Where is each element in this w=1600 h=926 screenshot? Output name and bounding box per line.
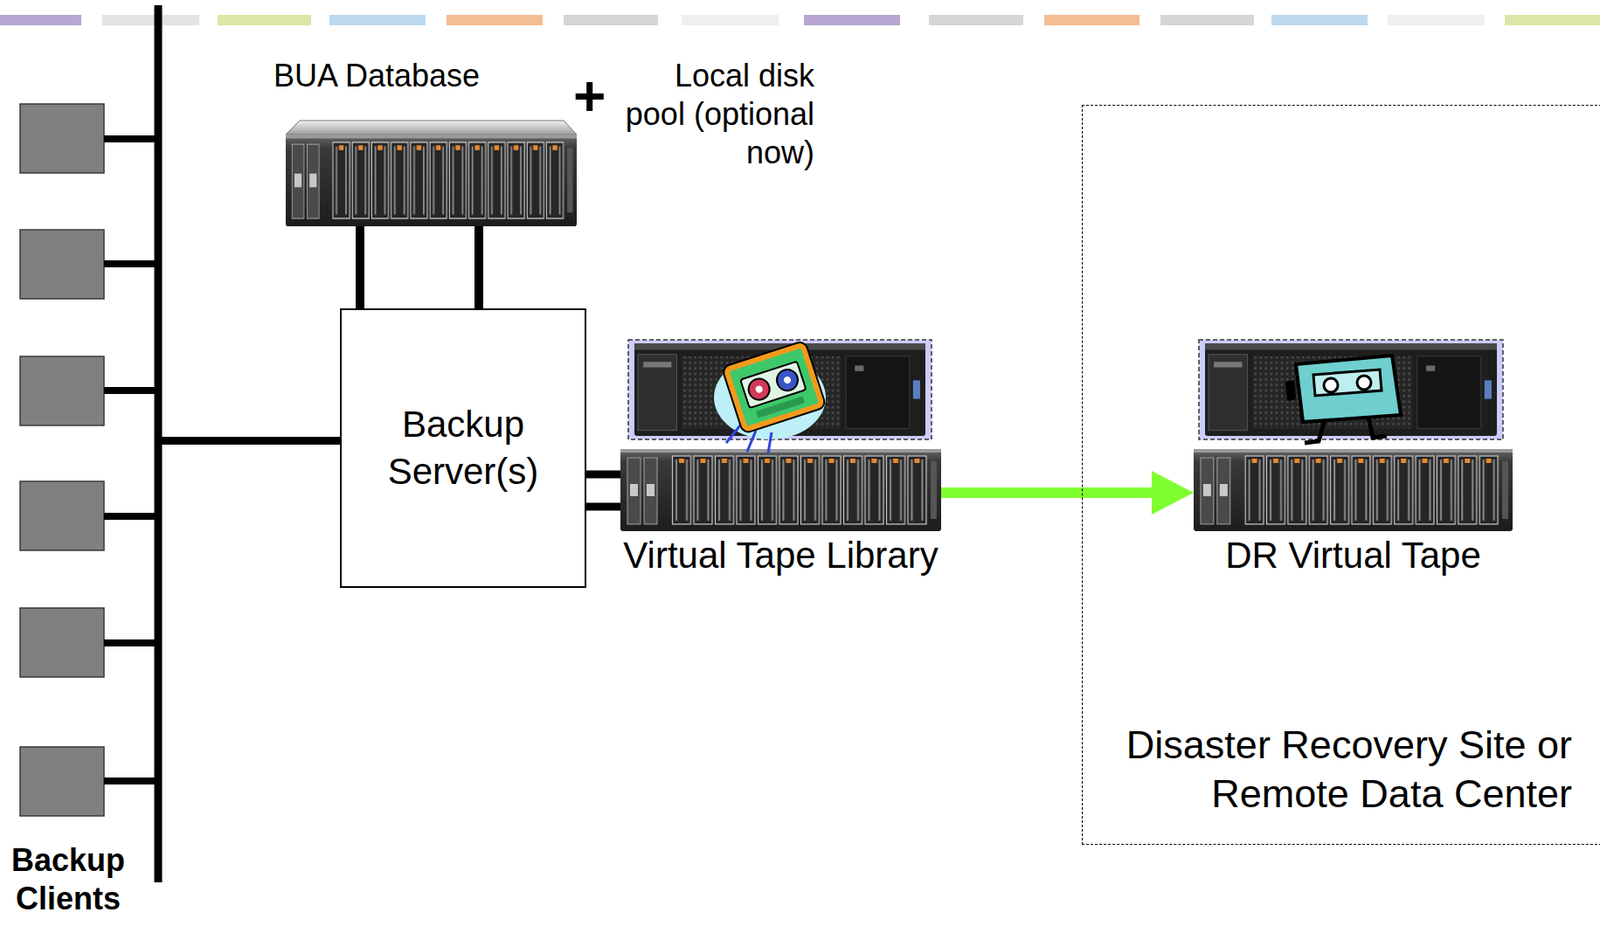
replication-arrow [941, 487, 1159, 499]
bar-segment [803, 14, 901, 26]
storage-top [285, 120, 577, 135]
bar-segment [1044, 14, 1140, 26]
cassette-window [1313, 369, 1382, 396]
reel-hub [754, 385, 764, 395]
tape-clipart [713, 345, 826, 454]
cassette-side [1285, 380, 1296, 402]
tape-library-device: Virtual Tape Library [620, 339, 942, 578]
site-region: Disaster Recovery Site or Remote Data Ce… [1081, 104, 1600, 846]
client-wire [103, 135, 157, 143]
node-label: Disaster Recovery Site or Remote Data Ce… [1091, 720, 1573, 819]
node-label: Virtual Tape Library [623, 533, 938, 578]
bar-segment [102, 14, 200, 26]
backup-clients [20, 103, 157, 817]
client-box [20, 229, 104, 299]
client-box [20, 481, 104, 551]
client-box [20, 103, 104, 174]
cassette [726, 345, 823, 430]
bar-segment [1160, 14, 1254, 26]
database-link [355, 226, 365, 309]
cassette-strip [755, 396, 805, 419]
reel [774, 367, 801, 394]
server-unit [634, 343, 926, 437]
database-storage [285, 120, 577, 227]
client-wire [103, 512, 157, 520]
storage-front [285, 134, 577, 227]
top-bar [0, 14, 1600, 26]
server-box: Backup Server(s) [339, 308, 587, 589]
reel [1357, 375, 1372, 390]
cassette-leg [1368, 416, 1387, 438]
motion-line [726, 425, 741, 444]
dr-tape-device: DR Virtual Tape [1193, 339, 1513, 578]
bar-segment [329, 14, 426, 26]
bar-segment [446, 14, 543, 26]
virtual-frame [1198, 339, 1504, 440]
reel-hub [782, 375, 792, 385]
node-label: DR Virtual Tape [1225, 533, 1482, 578]
server-unit [1205, 343, 1497, 437]
library-link [586, 503, 621, 512]
client-box [20, 356, 104, 426]
bar-segment [681, 14, 779, 26]
motion-line [747, 430, 756, 452]
motion-line [768, 432, 772, 454]
cassette-body [1295, 355, 1401, 423]
bar-segment [1271, 14, 1368, 26]
node-label: Backup Server(s) [353, 401, 573, 496]
bar-segment [0, 14, 82, 26]
bar-segment [1387, 14, 1485, 26]
reel [1323, 378, 1338, 393]
dr-tape-hardware [1193, 339, 1513, 532]
clients-caption: Backup Clients [6, 841, 130, 919]
client-wire [103, 639, 157, 647]
server-wire [158, 436, 344, 445]
database-device: BUA Database [273, 56, 577, 227]
client-wire [103, 387, 157, 395]
bar-segment [1504, 14, 1600, 26]
cassette-body [726, 345, 823, 430]
client-wire [103, 777, 157, 785]
client-box [20, 747, 104, 817]
bar-segment [928, 14, 1024, 26]
tape-library-hardware [620, 339, 942, 532]
cassette-leg [1304, 420, 1325, 444]
database-link [474, 226, 484, 309]
bar-segment [563, 14, 659, 26]
cassette-outline [726, 345, 823, 430]
reel [746, 375, 773, 402]
node-label: BUA Database [273, 56, 480, 96]
client-wire [103, 260, 157, 268]
virtual-frame [628, 339, 932, 440]
disk-pool-note: Local disk pool (optional now) [611, 56, 815, 173]
bar-segment [217, 14, 312, 26]
storage-array [1193, 449, 1513, 532]
library-link [586, 470, 621, 479]
client-box [20, 608, 104, 678]
dr-tape-clipart [1285, 355, 1401, 444]
storage-array [620, 449, 942, 532]
plus-sign: + [573, 68, 606, 125]
